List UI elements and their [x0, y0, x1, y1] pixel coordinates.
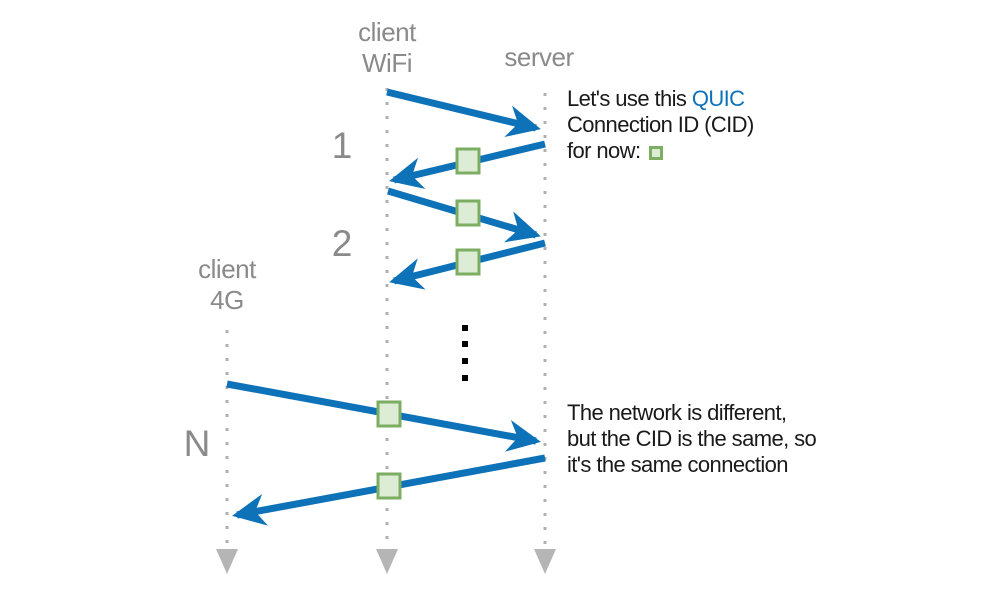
- lifeline-label-server: server: [479, 42, 599, 73]
- packet-arrow-request-1: [386, 88, 541, 137]
- cid-marker: [455, 147, 481, 175]
- lifeline-label-client-wifi: client WiFi: [327, 17, 447, 79]
- cid-marker: [376, 400, 402, 428]
- lifeline-label-line: server: [504, 42, 574, 72]
- cid-swatch: [649, 146, 664, 160]
- annotation-same-connection: The network is different, but the CID is…: [567, 400, 817, 478]
- lifeline-end-arrow-client-wifi: [376, 549, 398, 574]
- lifeline-label-line: 4G: [210, 285, 244, 315]
- annotation-line: for now:: [567, 138, 754, 164]
- annotation-line: but the CID is the same, so: [567, 426, 817, 451]
- ellipsis-dot: [462, 341, 468, 347]
- lifeline-end-arrow-server: [534, 549, 556, 574]
- annotation-line: Connection ID (CID): [567, 112, 754, 137]
- lifeline-end-arrow-client-4g: [216, 549, 238, 574]
- lifeline-label-client-4g: client 4G: [167, 254, 287, 316]
- ellipsis-dot: [462, 375, 468, 381]
- ellipsis-dot: [462, 358, 468, 364]
- annotation-line: Let's use this QUIC: [567, 86, 754, 112]
- annotation-text: Let's use this: [567, 86, 692, 111]
- annotation-cid-intro: Let's use this QUIC Connection ID (CID) …: [567, 86, 754, 164]
- exchange-number-1: 1: [331, 125, 353, 166]
- exchange-number-n: N: [183, 423, 211, 464]
- quic-highlight: QUIC: [691, 86, 745, 111]
- lifeline-label-line: client: [198, 254, 256, 284]
- lifeline-label-line: WiFi: [362, 48, 412, 78]
- ellipsis-dot: [462, 325, 468, 331]
- annotation-line: it's the same connection: [567, 452, 789, 477]
- cid-marker: [376, 472, 402, 500]
- annotation-text: for now:: [567, 138, 641, 163]
- cid-marker: [455, 199, 481, 227]
- cid-marker: [455, 248, 481, 276]
- annotation-line: The network is different,: [567, 400, 787, 425]
- lifeline-label-line: client: [358, 17, 416, 47]
- exchange-number-2: 2: [331, 223, 353, 264]
